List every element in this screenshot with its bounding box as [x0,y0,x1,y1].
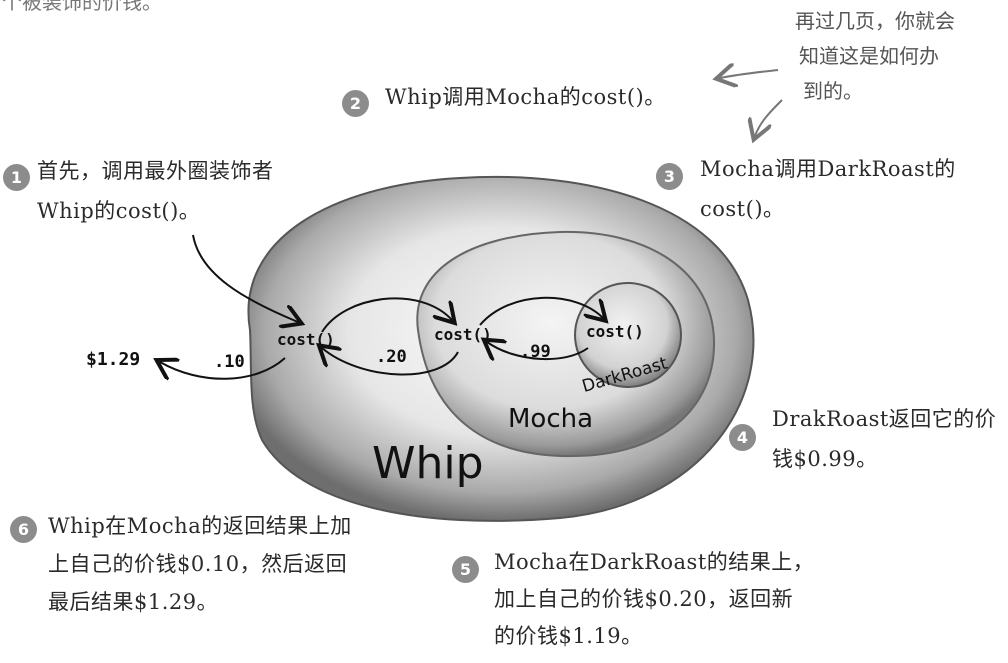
step-badge-4: 4 [729,424,756,451]
header-fragment: 个被装饰的价钱。 [2,0,162,14]
return-value-darkroast: .99 [520,342,551,362]
darkroast-cost-label: cost() [586,322,644,341]
call-arrow-darkroast [479,296,603,326]
aside-arrow-down [755,99,783,136]
return-arrow-darkroast [487,342,589,359]
step-3-line: cost()。 [700,196,785,221]
step-5-line: 的价钱$1.19。 [494,623,643,648]
step-2-text: Whip调用Mocha的cost()。 [385,78,666,118]
step-6-text: Whip在Mocha的返回结果上加 上自己的价钱$0.10，然后返回 最后结果$… [48,508,352,621]
step-6-line: 上自己的价钱$0.10，然后返回 [48,551,348,576]
step-6-line: 最后结果$1.29。 [48,589,219,614]
aside-arrow-left [720,70,779,78]
return-value-whip: .10 [214,352,245,372]
aside-line: 知道这是如何办 [799,44,939,68]
mocha-label: Mocha [508,404,593,434]
return-value-mocha: .20 [376,347,407,367]
aside-note: 再过几页，你就会 知道这是如何办 到的。 [795,4,955,109]
step-badge-6: 6 [10,516,37,543]
return-arrow-mocha [322,348,459,376]
step-4-text: DrakRoast返回它的价 钱$0.99。 [772,400,996,480]
step-4-line: 钱$0.99。 [772,446,878,471]
aside-line: 再过几页，你就会 [795,9,955,33]
step-5-line: Mocha在DarkRoast的结果上， [494,550,815,574]
whip-cost-label: cost() [277,330,335,349]
step-2-line: Whip调用Mocha的cost()。 [385,85,666,109]
call-arrow-mocha [321,297,452,333]
step-1-text: 首先，调用最外圈装饰者 Whip的cost()。 [37,152,274,232]
step-badge-5: 5 [452,556,479,583]
call-arrow-whip [192,234,298,322]
step-6-line: Whip在Mocha的返回结果上加 [48,514,352,538]
aside-line: 到的。 [803,79,863,103]
step-4-line: DrakRoast返回它的价 [772,407,997,431]
final-total: $1.29 [86,349,140,370]
step-3-line: Mocha调用DarkRoast的 [700,157,956,181]
return-arrow-whip [160,357,286,379]
step-badge-3: 3 [656,163,683,190]
whip-label: Whip [372,438,484,489]
step-badge-2: 2 [342,90,369,117]
step-badge-1: 1 [3,164,30,191]
step-5-text: Mocha在DarkRoast的结果上， 加上自己的价钱$0.20，返回新 的价… [494,544,814,654]
step-1-line: Whip的cost()。 [37,198,201,223]
step-5-line: 加上自己的价钱$0.20，返回新 [494,586,794,611]
step-3-text: Mocha调用DarkRoast的 cost()。 [700,150,956,230]
mocha-cost-label: cost() [434,325,492,344]
step-1-line: 首先，调用最外圈装饰者 [37,159,274,183]
